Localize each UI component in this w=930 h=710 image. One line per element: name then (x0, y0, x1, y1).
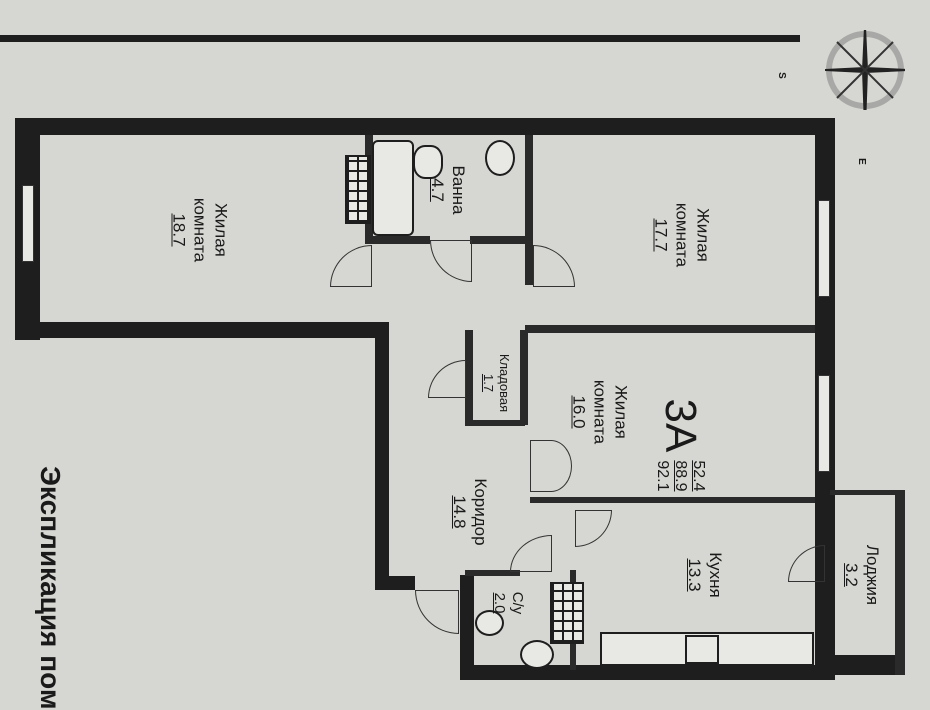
room-area: 2.0 (491, 592, 508, 614)
room-area: 18.7 (169, 213, 189, 247)
room-name: Коридор (471, 478, 490, 546)
radiator (550, 582, 584, 644)
compass-icon (805, 5, 930, 155)
window (22, 185, 34, 262)
compass-south-label: S (775, 72, 787, 79)
room-label-bath: Ванна 4.7 (427, 165, 469, 214)
room-name: С/у (509, 591, 526, 615)
wall (460, 575, 474, 680)
room-area: 13.3 (685, 558, 704, 592)
room-name: комната (590, 379, 610, 445)
wall (525, 135, 533, 285)
room-name: Жилая (693, 208, 713, 262)
loggia-wall (895, 490, 905, 675)
room-name: Лоджия (863, 544, 882, 606)
wall (470, 236, 530, 244)
door-swing (575, 510, 612, 547)
wall (375, 322, 389, 590)
boundary-line (0, 35, 800, 42)
explication-heading: Экспликация пом (35, 466, 66, 710)
stove (685, 635, 719, 664)
wall (525, 325, 815, 333)
loggia-wall (830, 490, 900, 495)
compass-east-label: E (855, 158, 867, 165)
toilet (475, 610, 504, 636)
room-area: 16.0 (569, 395, 589, 429)
window (818, 375, 830, 472)
window (818, 200, 830, 297)
door-swing (415, 590, 459, 634)
total-with-loggia: 92.1 (654, 460, 671, 492)
wall (460, 665, 835, 680)
living-area: 52.4 (690, 460, 707, 492)
wall (365, 236, 430, 244)
loggia-wall (830, 655, 905, 675)
room-area: 1.7 (481, 373, 496, 393)
bathtub (372, 140, 414, 236)
apartment-summary: 3А 52.4 88.9 92.1 (653, 399, 707, 492)
room-area: 17.7 (651, 218, 671, 252)
room-name: Кладовая (497, 353, 512, 413)
radiator (345, 155, 371, 224)
wall (15, 322, 380, 338)
room-label-loggia: Лоджия 3.2 (841, 545, 883, 605)
apartment-type: 3А (656, 398, 705, 453)
total-area: 88.9 (672, 460, 689, 492)
room-name: комната (190, 197, 210, 263)
wall (375, 576, 415, 590)
door-swing (533, 245, 575, 287)
room-label-kitchen: Кухня 13.3 (684, 552, 726, 598)
room-label-corridor: Коридор 14.8 (449, 478, 491, 545)
door-swing (510, 535, 552, 572)
door-swing (788, 545, 825, 582)
toilet (520, 640, 554, 669)
door-swing (428, 360, 466, 398)
room-area: 3.2 (842, 563, 861, 587)
wall (530, 497, 815, 503)
wall (520, 330, 528, 425)
wall (15, 118, 835, 135)
room-label-living-3: Жилая комната 16.0 (569, 380, 632, 444)
wall (465, 330, 473, 425)
room-label-wc: С/у 2.0 (490, 592, 526, 615)
room-name: Ванна (449, 165, 468, 215)
door-swing (330, 245, 372, 287)
room-name: Жилая (211, 203, 231, 257)
door-swing (530, 440, 572, 492)
room-name: Кухня (706, 552, 725, 598)
room-name: комната (672, 202, 692, 268)
room-area: 4.7 (428, 178, 447, 202)
wall (465, 570, 520, 576)
room-area: 14.8 (450, 495, 469, 529)
room-label-storage: Кладовая 1.7 (480, 354, 512, 412)
room-label-living-2: Жилая комната 17.7 (651, 203, 714, 267)
compass-rose (805, 5, 930, 155)
toilet (485, 140, 515, 176)
room-label-living-1: Жилая комната 18.7 (169, 198, 232, 262)
wall (465, 420, 525, 426)
door-swing (430, 240, 472, 282)
room-name: Жилая (611, 385, 631, 439)
sink (413, 145, 443, 179)
